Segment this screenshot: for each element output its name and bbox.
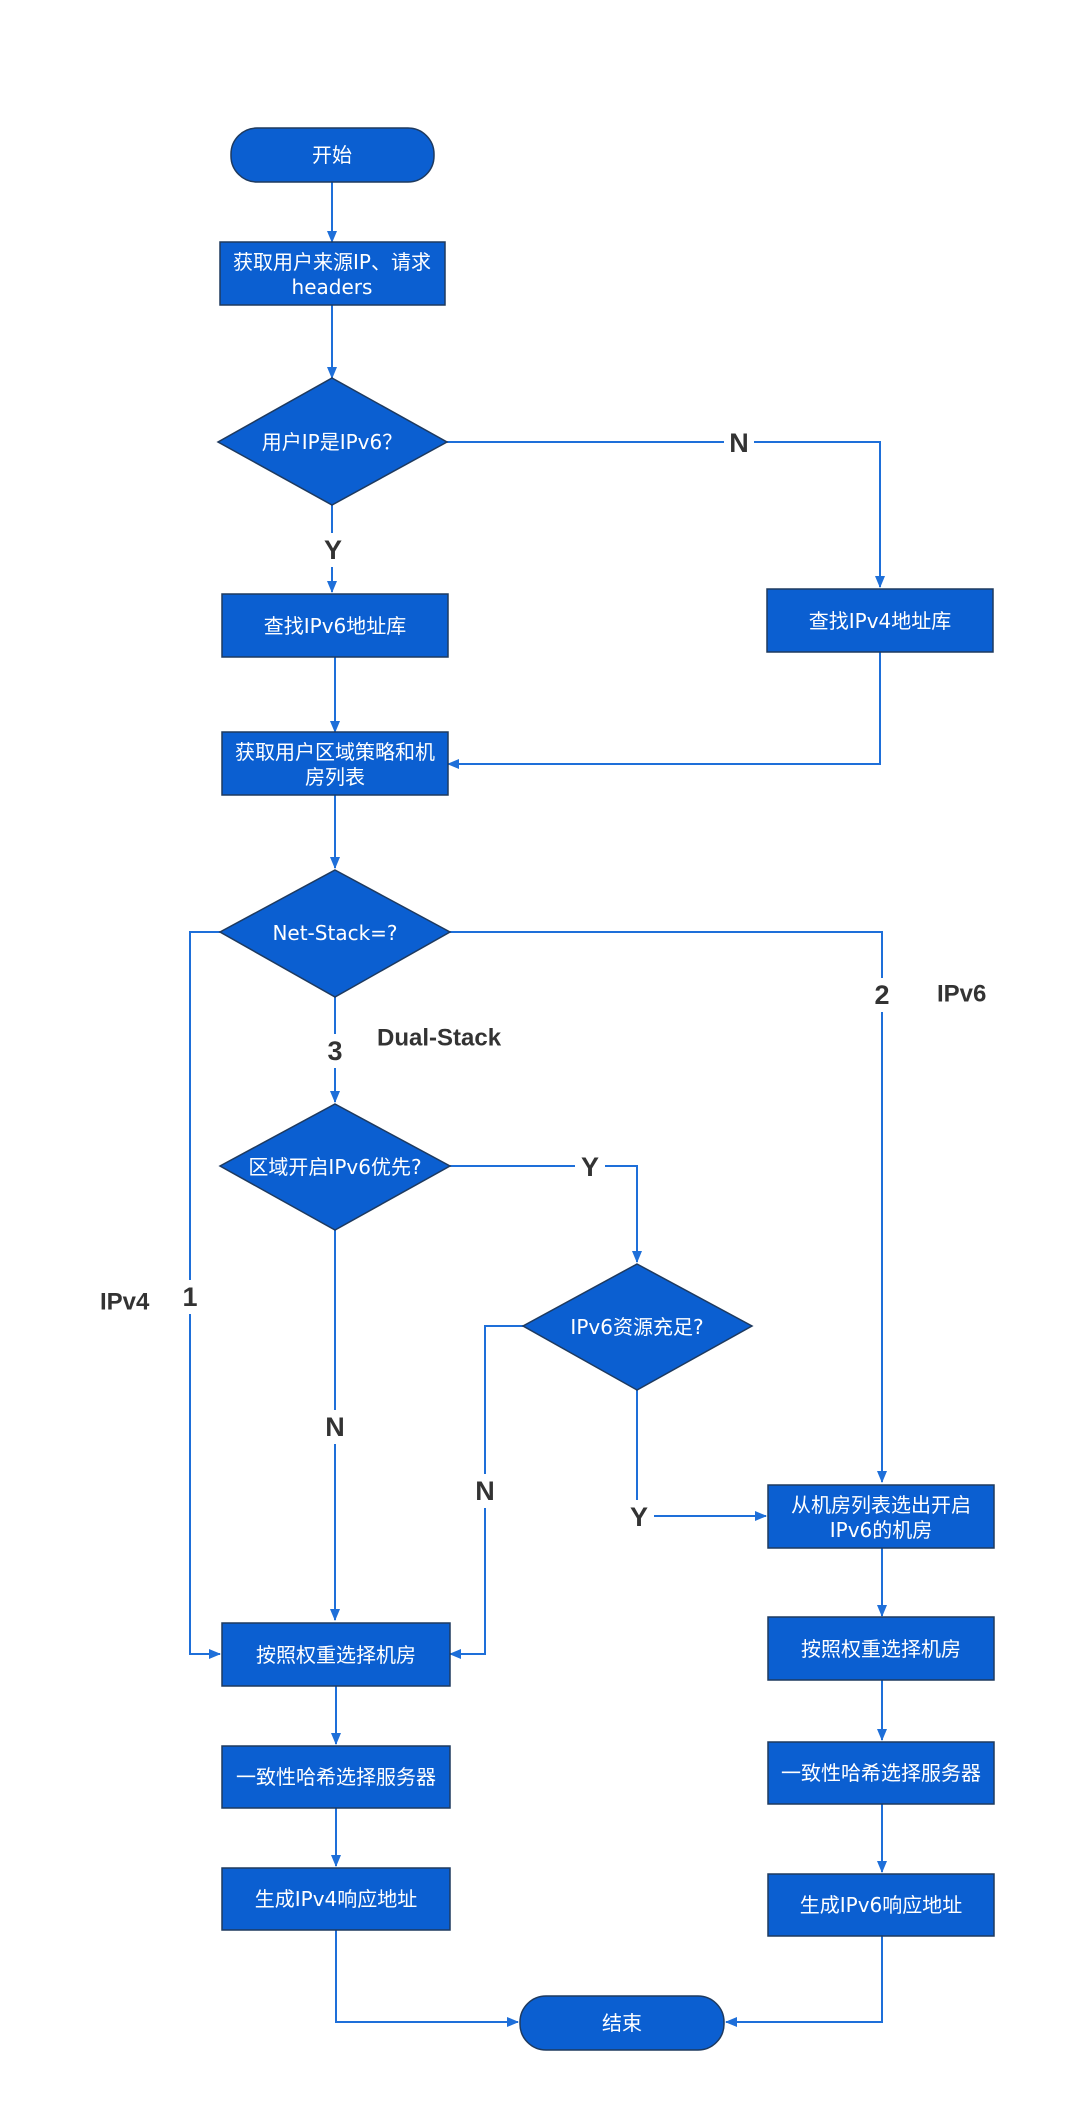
select-v6-room-label-line2: IPv6的机房 [830, 1518, 933, 1542]
get-policy-label-line1: 获取用户区域策略和机 [235, 740, 435, 764]
get-ip-label-line1: 获取用户来源IP、请求 [233, 250, 431, 274]
label-yes-3: Y [630, 1502, 648, 1532]
select-v6-room-node [767, 1484, 995, 1549]
v6-enough-label: IPv6资源充足? [570, 1315, 703, 1339]
v6-enough-decision [521, 1263, 754, 1391]
weight-left-node [221, 1622, 451, 1687]
edge-net-stack-ipv6 [450, 931, 887, 1483]
select-v6-room-label-line1: 从机房列表选出开启 [791, 1493, 971, 1517]
hash-left-node [221, 1745, 451, 1809]
gen-v6-node [767, 1873, 995, 1937]
get-policy-label-line2: 房列表 [305, 765, 365, 789]
hash-left-label: 一致性哈希选择服务器 [236, 1765, 436, 1789]
edge-v6-priority-yes [450, 1165, 642, 1263]
label-dual-stack-branch: Dual-Stack [377, 1025, 502, 1052]
label-no-2: N [325, 1412, 345, 1442]
label-no-1: N [729, 428, 749, 458]
edge-gen-v4-to-end [335, 1930, 519, 2027]
label-two: 2 [874, 980, 889, 1010]
lookup-v4-node [766, 588, 994, 653]
label-three: 3 [327, 1036, 342, 1066]
label-yes-2: Y [581, 1152, 599, 1182]
gen-v4-node [221, 1867, 451, 1931]
get-policy-node [221, 731, 449, 796]
weight-left-label: 按照权重选择机房 [256, 1643, 416, 1667]
is-ipv6-decision [216, 377, 449, 506]
label-ipv6-branch: IPv6 [937, 981, 986, 1008]
edge-is-ipv6-no [447, 441, 885, 588]
nodes: 开始 获取用户来源IP、请求 headers 用户IP是IPv6？ 查找IPv6… [216, 127, 995, 2051]
label-one: 1 [182, 1282, 197, 1312]
label-ipv4-branch: IPv4 [100, 1289, 150, 1316]
label-no-3: N [475, 1476, 495, 1506]
get-ip-node [219, 241, 446, 306]
edge-labels: N Y 2 IPv6 3 Dual-Stack Y 1 IPv4 N N Y [100, 426, 986, 1534]
get-ip-label-line2: headers [292, 275, 373, 299]
label-yes-1: Y [324, 535, 342, 565]
end-label: 结束 [602, 2011, 642, 2035]
net-stack-decision [218, 869, 452, 998]
edge-lookup-v4-to-policy [447, 652, 881, 769]
end-node [519, 1995, 725, 2051]
v6-priority-label: 区域开启IPv6优先? [248, 1155, 421, 1179]
lookup-v4-label: 查找IPv4地址库 [809, 609, 952, 633]
weight-right-node [767, 1616, 995, 1681]
is-ipv6-label: 用户IP是IPv6？ [262, 430, 402, 454]
gen-v4-label: 生成IPv4响应地址 [255, 1887, 418, 1911]
v6-priority-decision [218, 1103, 452, 1231]
edge-v6-enough-yes [636, 1390, 767, 1521]
start-node [230, 127, 435, 183]
hash-right-node [767, 1741, 995, 1805]
edge-gen-v6-to-end [725, 1935, 883, 2027]
net-stack-label: Net-Stack=? [272, 921, 397, 945]
lookup-v6-label: 查找IPv6地址库 [264, 614, 407, 638]
lookup-v6-node [221, 593, 449, 658]
hash-right-label: 一致性哈希选择服务器 [781, 1761, 981, 1785]
start-label: 开始 [312, 143, 352, 167]
gen-v6-label: 生成IPv6响应地址 [800, 1893, 963, 1917]
weight-right-label: 按照权重选择机房 [801, 1637, 961, 1661]
